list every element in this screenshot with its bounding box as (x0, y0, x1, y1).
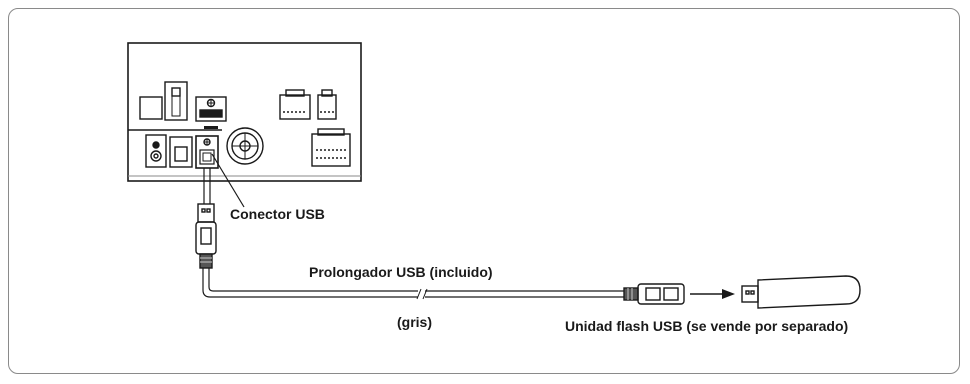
usb-plug-horizontal-icon (623, 283, 685, 305)
antenna-connector-icon (139, 81, 188, 121)
usb-flash-drive-icon (741, 275, 861, 309)
head-unit-rear-panel (127, 42, 362, 182)
diagram-frame (8, 8, 960, 374)
usb-cable-from-unit (203, 168, 211, 204)
usb-connector-leader-line (211, 153, 245, 208)
usb-port-icon (195, 135, 219, 169)
connection-arrow-icon (690, 289, 735, 299)
usb-plug-vertical-icon (195, 203, 217, 269)
square-jack-icon (169, 136, 193, 168)
audio-jack-icon (145, 134, 167, 168)
usb-extension-cable (202, 268, 624, 300)
hdmi-port-icon (195, 96, 227, 129)
round-din-connector-icon (226, 127, 264, 165)
cable-color-label: (gris) (397, 314, 432, 330)
usb-connector-label: Conector USB (230, 206, 325, 222)
flash-drive-label: Unidad flash USB (se vende por separado) (565, 318, 849, 334)
wiring-harness-connector-icon (311, 128, 351, 167)
multi-pin-connector-icon (279, 89, 337, 120)
usb-extension-label: Prolongador USB (incluido) (309, 264, 493, 280)
